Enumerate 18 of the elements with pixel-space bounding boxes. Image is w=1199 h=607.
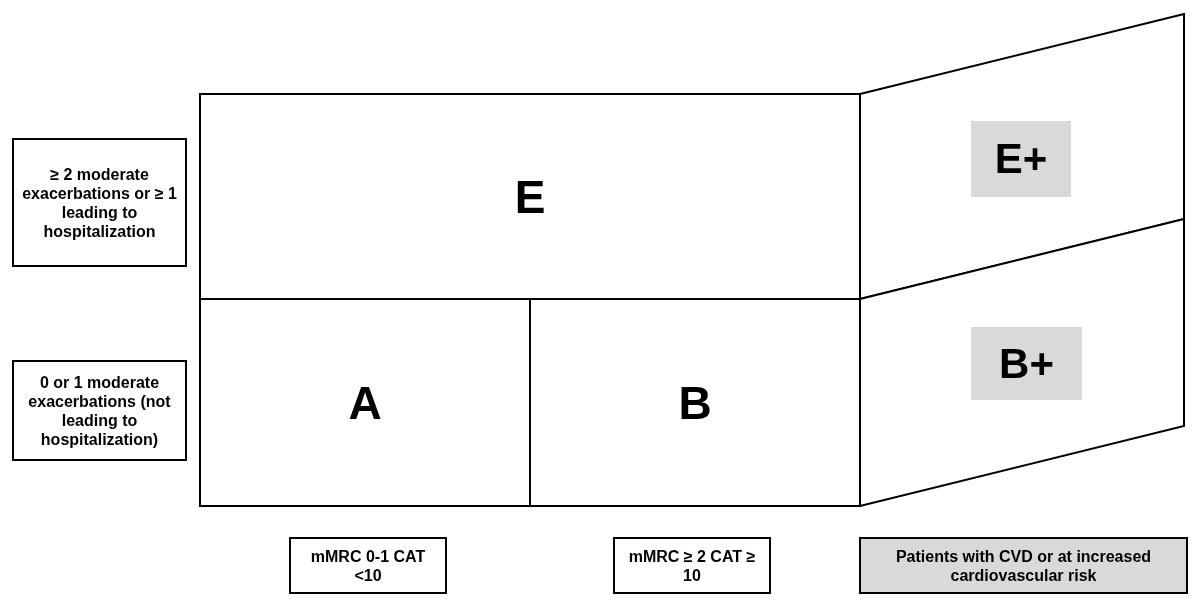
criteria-box bbox=[12, 360, 187, 461]
group-cell bbox=[199, 298, 531, 507]
criteria-box bbox=[12, 138, 187, 267]
group-label: E+ bbox=[971, 121, 1071, 197]
criteria-text: mMRC ≥ 2 CAT ≥ 10 bbox=[627, 546, 757, 585]
criteria-box bbox=[859, 537, 1188, 594]
group-letter: E bbox=[514, 169, 546, 224]
criteria-box bbox=[289, 537, 447, 594]
criteria-text: 0 or 1 moderate exacerbations (not leading to hospitalization) bbox=[27, 372, 172, 449]
group-letter: A bbox=[348, 375, 382, 430]
group-label: B+ bbox=[971, 327, 1082, 400]
criteria-text: mMRC 0-1 CAT <10 bbox=[309, 546, 427, 585]
criteria-box bbox=[613, 537, 771, 594]
group-cell bbox=[199, 93, 861, 300]
criteria-text: Patients with CVD or at increased cardiovascular risk bbox=[894, 546, 1153, 585]
criteria-text: ≥ 2 moderate exacerbations or ≥ 1 leading to hospitalization bbox=[21, 164, 178, 241]
group-letter: B bbox=[678, 375, 712, 430]
parallelogram-cell bbox=[859, 216, 1185, 507]
